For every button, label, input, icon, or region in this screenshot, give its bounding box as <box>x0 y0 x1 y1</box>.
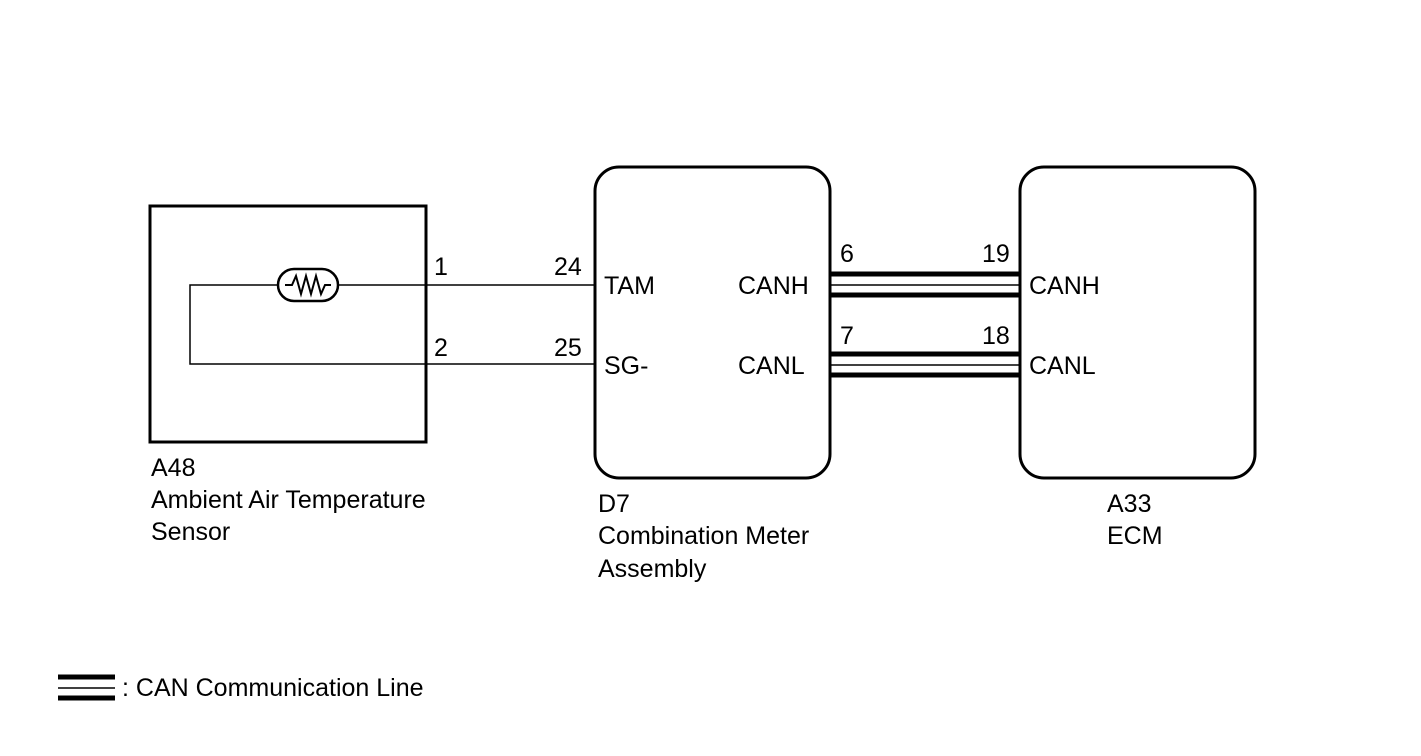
ecm-label-canh: CANH <box>1029 272 1100 300</box>
meter-pin-24: 24 <box>554 253 582 281</box>
meter-name-line2: Assembly <box>598 555 707 583</box>
meter-box <box>593 165 832 480</box>
ecm-label-canl: CANL <box>1029 352 1096 380</box>
meter-pin-6: 6 <box>840 240 854 268</box>
thermistor-icon <box>276 267 340 303</box>
can-line-canl <box>830 351 1020 378</box>
sensor-pin-1: 1 <box>434 253 448 281</box>
legend-can-line-label: : CAN Communication Line <box>122 674 424 702</box>
ecm-component: 19 18 CANH CANL A33 ECM <box>982 165 1257 550</box>
sensor-component: 1 2 A48 Ambient Air Temperature Sensor <box>148 204 448 546</box>
meter-name-line1: Combination Meter <box>598 522 809 550</box>
can-line-canh <box>830 271 1020 298</box>
ecm-box <box>1018 165 1257 480</box>
meter-pin-7: 7 <box>840 322 854 350</box>
meter-label-sg: SG- <box>604 352 648 380</box>
meter-code: D7 <box>598 490 630 518</box>
sensor-box <box>148 204 428 444</box>
ecm-pin-18: 18 <box>982 322 1010 350</box>
ecm-name: ECM <box>1107 522 1163 550</box>
ecm-code: A33 <box>1107 490 1151 518</box>
sensor-name-line2: Sensor <box>151 518 230 546</box>
sensor-pin-2: 2 <box>434 334 448 362</box>
meter-label-tam: TAM <box>604 272 655 300</box>
meter-label-canh: CANH <box>738 272 809 300</box>
meter-component: 24 25 TAM SG- CANH CANL 6 7 D7 Combinati… <box>554 165 854 583</box>
ecm-pin-19: 19 <box>982 240 1010 268</box>
meter-label-canl: CANL <box>738 352 805 380</box>
sensor-code: A48 <box>151 454 195 482</box>
sensor-internal-wire <box>189 284 426 365</box>
meter-pin-25: 25 <box>554 334 582 362</box>
legend: : CAN Communication Line <box>58 674 424 702</box>
sensor-name-line1: Ambient Air Temperature <box>151 486 426 514</box>
can-line-legend-icon <box>58 674 115 701</box>
